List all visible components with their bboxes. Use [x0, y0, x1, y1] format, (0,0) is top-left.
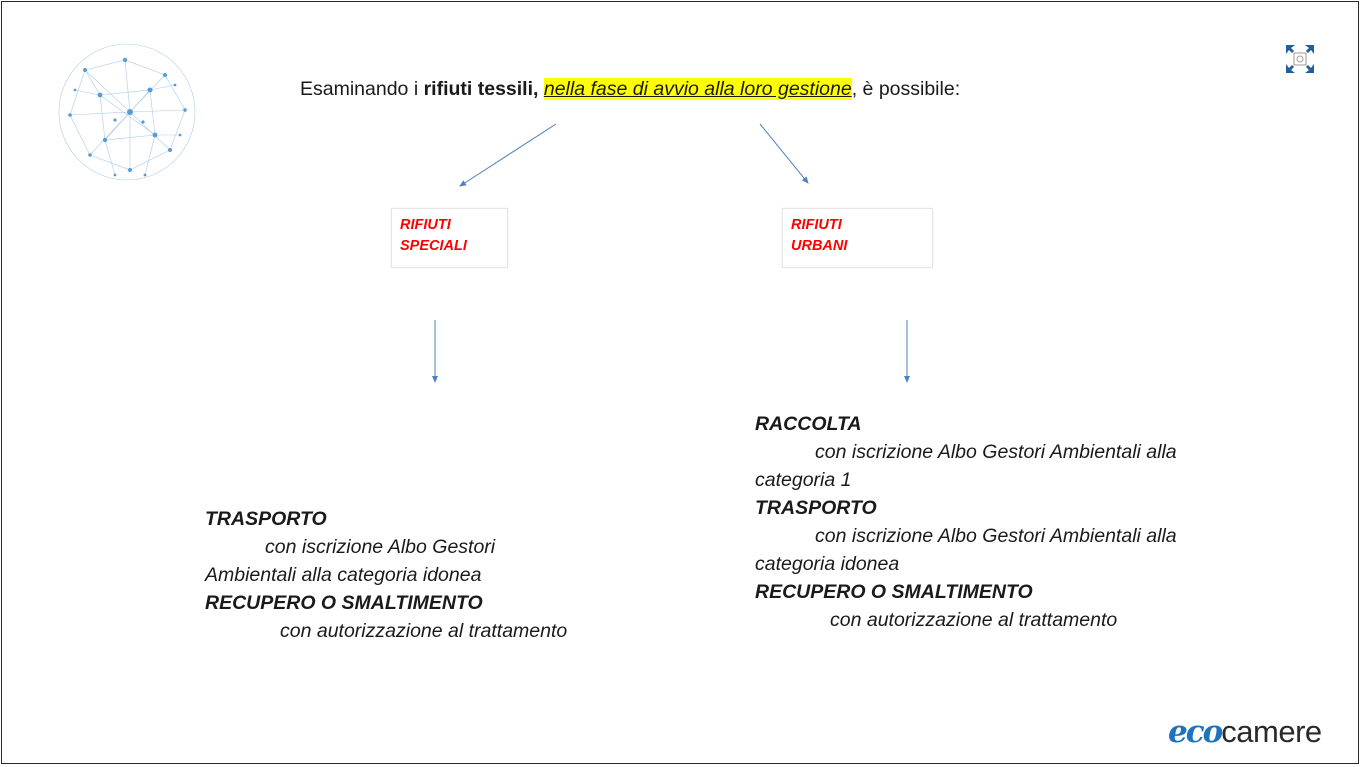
right-heading-recupero: RECUPERO O SMALTIMENTO: [755, 581, 1033, 603]
box-rifiuti-speciali: RIFIUTI SPECIALI: [391, 208, 508, 268]
urbani-procedures: RACCOLTA con iscrizione Albo Gestori Amb…: [755, 410, 1275, 634]
speciali-procedures: TRASPORTO con iscrizione Albo Gestori Am…: [205, 505, 645, 645]
box-rifiuti-urbani: RIFIUTI URBANI: [782, 208, 933, 268]
box-urbani-line2: URBANI: [791, 238, 848, 254]
right-heading-trasporto: TRASPORTO: [755, 497, 877, 519]
headline-prefix: Esaminando i: [300, 78, 424, 100]
left-desc-trasporto-1: con iscrizione Albo Gestori: [265, 536, 496, 558]
left-desc-trasporto-2: Ambientali alla categoria idonea: [205, 564, 482, 586]
globe-network-icon: [58, 43, 196, 181]
left-desc-recupero: con autorizzazione al trattamento: [280, 620, 568, 642]
headline-suffix: , è possibile:: [851, 78, 961, 100]
right-desc-raccolta-2: categoria 1: [755, 469, 852, 491]
headline: Esaminando i rifiuti tessili, nella fase…: [300, 78, 960, 101]
ecocamere-logo: ecocamere: [1168, 714, 1322, 750]
headline-highlight: nella fase di avvio alla loro gestione: [543, 78, 852, 100]
box-speciali-line1: RIFIUTI: [400, 217, 451, 233]
box-speciali-line2: SPECIALI: [400, 238, 467, 254]
headline-bold: rifiuti tessili,: [423, 78, 539, 100]
arrow-to-urbani: [759, 123, 809, 184]
right-desc-raccolta-1: con iscrizione Albo Gestori Ambientali a…: [815, 441, 1177, 463]
arrow-to-speciali: [459, 123, 557, 187]
expand-arrows-icon[interactable]: [1285, 44, 1315, 74]
right-heading-raccolta: RACCOLTA: [755, 413, 862, 435]
box-urbani-line1: RIFIUTI: [791, 217, 842, 233]
logo-eco: eco: [1168, 714, 1223, 750]
left-heading-trasporto: TRASPORTO: [205, 508, 327, 530]
right-desc-trasporto-1: con iscrizione Albo Gestori Ambientali a…: [815, 525, 1177, 547]
right-desc-trasporto-2: categoria idonea: [755, 553, 900, 575]
right-desc-recupero: con autorizzazione al trattamento: [830, 609, 1118, 631]
left-heading-recupero: RECUPERO O SMALTIMENTO: [205, 592, 483, 614]
logo-camere: camere: [1221, 714, 1322, 749]
